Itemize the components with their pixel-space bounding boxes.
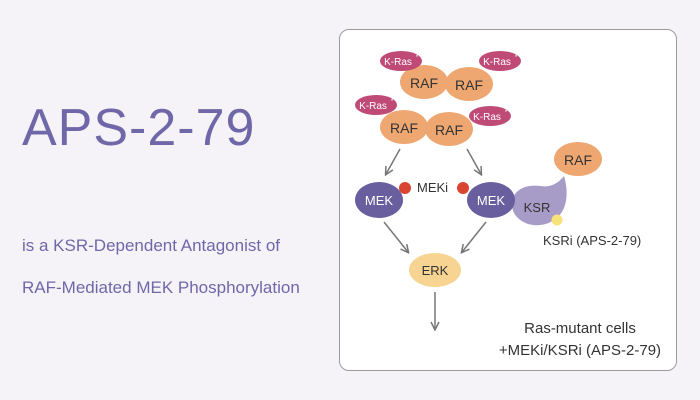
kras-node: [469, 106, 511, 126]
kras-node: [355, 95, 397, 115]
subtitle-line-2: RAF-Mediated MEK Phosphorylation: [22, 278, 300, 297]
kras-node: [380, 51, 422, 71]
caption-line-2: +MEKi/KSRi (APS-2-79): [499, 342, 661, 359]
meki-label: MEKi: [417, 180, 448, 195]
raf-node: [400, 65, 448, 99]
caption-line-1: Ras-mutant cells: [524, 320, 636, 337]
raf-node: [554, 142, 602, 176]
kras-label: K-Ras: [473, 112, 501, 123]
raf-label: RAF: [390, 120, 418, 136]
raf-label: RAF: [410, 75, 438, 91]
arrow-mek-to-erk-right: [462, 221, 487, 252]
arrow-raf-to-mek-right: [466, 148, 481, 174]
ksr-node: [512, 176, 567, 226]
kras-star: *: [391, 99, 394, 105]
mek-node: [355, 182, 403, 218]
page-title: APS-2-79: [22, 99, 256, 157]
subtitle-line-1: is a KSR-Dependent Antagonist of: [22, 236, 280, 255]
mek-node: [467, 182, 515, 218]
raf-label: RAF: [455, 77, 483, 93]
kras-star: *: [505, 110, 508, 116]
kras-label: K-Ras: [359, 101, 387, 112]
mek-label: MEK: [477, 193, 506, 208]
ksri-dot: [551, 214, 563, 226]
meki-dot: [457, 182, 469, 194]
meki-dot: [399, 182, 411, 194]
kras-label: K-Ras: [384, 57, 412, 68]
erk-node: [409, 253, 461, 287]
kras-star: *: [515, 55, 518, 61]
ksri-label: KSRi (APS-2-79): [543, 233, 641, 248]
kras-label: K-Ras: [483, 57, 511, 68]
erk-label: ERK: [422, 263, 449, 278]
raf-node: [445, 67, 493, 101]
raf-label: RAF: [564, 152, 592, 168]
kras-node: [479, 51, 521, 71]
mek-label: MEK: [365, 193, 394, 208]
raf-label: RAF: [435, 122, 463, 138]
raf-node: [425, 112, 473, 146]
ksr-label: KSR: [524, 200, 551, 215]
arrow-raf-to-mek-left: [386, 148, 401, 174]
raf-node: [380, 110, 428, 144]
kras-star: *: [416, 55, 419, 61]
arrow-mek-to-erk-left: [383, 221, 408, 252]
